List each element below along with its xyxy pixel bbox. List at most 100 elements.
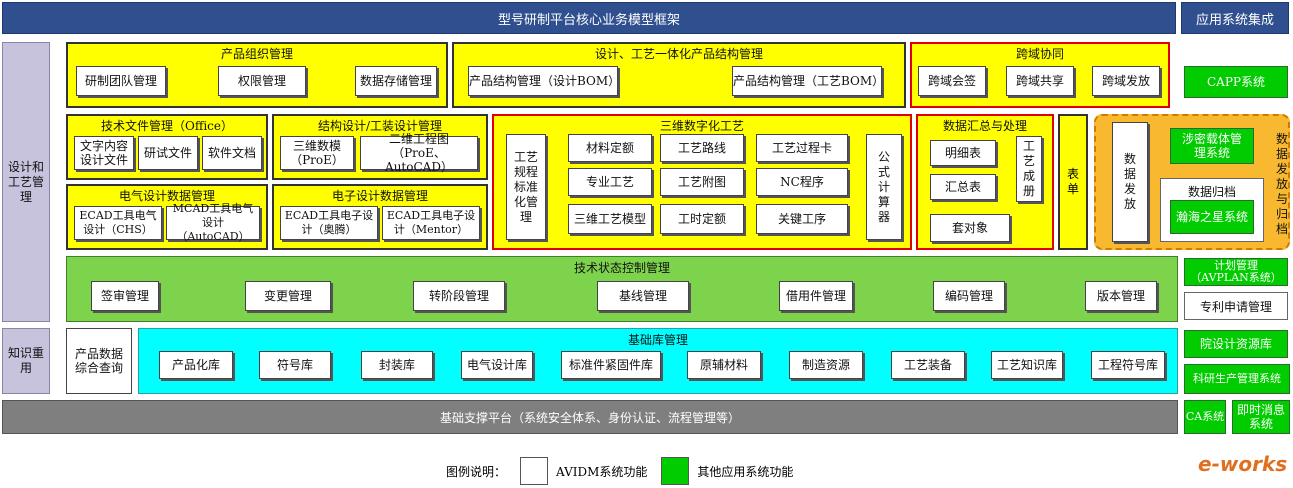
ecad-electrical-box[interactable]: ECAD工具电气设计（CHS）: [74, 206, 162, 240]
research-production-box[interactable]: 科研生产管理系统: [1184, 364, 1290, 394]
detail-table-box[interactable]: 明细表: [930, 140, 996, 166]
base-platform: 基础支撑平台（系统安全体系、身份认证、流程管理等）: [2, 400, 1178, 434]
man-hour-quota-box[interactable]: 工时定额: [660, 204, 744, 234]
patent-application-box[interactable]: 专利申请管理: [1184, 292, 1288, 320]
text-content-doc-box[interactable]: 文字内容设计文件: [74, 136, 134, 170]
release-archive-group: 数据发放 涉密载体管理系统 数据归档 瀚海之星系统 数据发放与归档: [1094, 114, 1290, 250]
electrical-design-title: 电气设计数据管理: [118, 189, 215, 203]
structure-design-title: 结构设计/工装设计管理: [317, 119, 443, 133]
tech-state-control-title: 技术状态控制管理: [573, 261, 670, 275]
process-card-box[interactable]: 工艺过程卡: [756, 134, 848, 162]
tech-doc-group: 技术文件管理（Office） 文字内容设计文件 研试文件 软件文档: [66, 114, 268, 180]
design-process-structure-group: 设计、工艺一体化产品结构管理 产品结构管理（设计BOM） 产品结构管理（工艺BO…: [452, 42, 906, 108]
legend-white-text: AVIDM系统功能: [556, 464, 648, 479]
standard-part-library-box[interactable]: 标准件紧固件库: [561, 351, 661, 379]
key-process-box[interactable]: 关键工序: [756, 204, 848, 234]
permission-management-box[interactable]: 权限管理: [218, 66, 306, 96]
cross-domain-group: 跨域协同 跨域会签 跨域共享 跨域发放: [910, 42, 1170, 108]
ecad-mentor-box[interactable]: ECAD工具电子设计（Mentor）: [382, 206, 480, 240]
team-management-box[interactable]: 研制团队管理: [76, 66, 166, 96]
material-quota-box[interactable]: 材料定额: [568, 134, 652, 162]
data-summary-group: 数据汇总与处理 明细表 汇总表 套对象 工艺成册: [916, 114, 1054, 250]
special-process-box[interactable]: 专业工艺: [568, 168, 652, 196]
app-integration-header: 应用系统集成: [1181, 2, 1289, 34]
phase-transition-box[interactable]: 转阶段管理: [413, 281, 505, 311]
cross-domain-signoff-box[interactable]: 跨域会签: [918, 66, 986, 96]
process-standard-box[interactable]: 工艺规程标准化管理: [506, 134, 546, 240]
2d-drawing-box[interactable]: 二维工程图（ProE、AutoCAD）: [360, 132, 478, 174]
instant-message-box[interactable]: 即时消息系统: [1232, 400, 1290, 434]
process-book-box[interactable]: 工艺成册: [1016, 136, 1042, 202]
legend: 图例说明： AVIDM系统功能 其他应用系统功能: [446, 456, 793, 486]
code-management-box[interactable]: 编码管理: [933, 281, 1005, 311]
data-release-box[interactable]: 数据发放: [1112, 122, 1148, 242]
institute-resource-box[interactable]: 院设计资源库: [1184, 330, 1288, 358]
process-equipment-box[interactable]: 工艺装备: [891, 351, 965, 379]
version-management-box[interactable]: 版本管理: [1085, 281, 1157, 311]
package-library-box[interactable]: 封装库: [361, 351, 433, 379]
app-integration-title: 应用系统集成: [1195, 12, 1274, 28]
design-process-text: 设计和工艺管理: [7, 159, 44, 204]
legend-green-swatch: [661, 457, 690, 485]
product-data-query-box[interactable]: 产品数据综合查询: [66, 328, 132, 394]
hanhai-system-box[interactable]: 瀚海之星系统: [1170, 200, 1254, 234]
tech-doc-title: 技术文件管理（Office）: [100, 119, 234, 133]
data-summary-title: 数据汇总与处理: [942, 119, 1027, 133]
page-title-text: 型号研制平台核心业务模型框架: [497, 12, 680, 28]
design-bom-box[interactable]: 产品结构管理（设计BOM）: [468, 66, 620, 96]
symbol-library-box[interactable]: 符号库: [259, 351, 331, 379]
eworks-logo: e-works: [1198, 452, 1288, 476]
3d-model-box[interactable]: 三维数模（ProE）: [280, 136, 354, 170]
trial-doc-box[interactable]: 研试文件: [138, 136, 198, 170]
product-library-box[interactable]: 产品化库: [159, 351, 233, 379]
process-bom-box[interactable]: 产品结构管理（工艺BOM）: [732, 66, 884, 96]
capp-system-box[interactable]: CAPP系统: [1184, 66, 1288, 98]
nc-program-box[interactable]: NC程序: [756, 168, 848, 196]
electrical-design-group: 电气设计数据管理 ECAD工具电气设计（CHS） MCAD工具电气设计（Auto…: [66, 184, 268, 250]
release-archive-label: 数据发放与归档: [1275, 131, 1288, 236]
data-archive-title: 数据归档: [1187, 185, 1236, 199]
change-management-box[interactable]: 变更管理: [245, 281, 331, 311]
legend-label: 图例说明：: [446, 464, 507, 479]
page-title: 型号研制平台核心业务模型框架: [2, 2, 1176, 34]
ca-system-box[interactable]: CA系统: [1184, 400, 1226, 434]
product-org-title: 产品组织管理: [220, 47, 293, 61]
3d-digital-process-group: 三维数字化工艺 工艺规程标准化管理 材料定额 工艺路线 工艺过程卡 专业工艺 工…: [492, 114, 912, 250]
ecad-altium-box[interactable]: ECAD工具电子设计（奥腾）: [280, 206, 378, 240]
signoff-management-box[interactable]: 签审管理: [91, 281, 159, 311]
mcad-electrical-box[interactable]: MCAD工具电气设计（AutoCAD）: [166, 202, 260, 243]
secret-carrier-system-box[interactable]: 涉密载体管理系统: [1170, 128, 1254, 164]
electronic-design-group: 电子设计数据管理 ECAD工具电子设计（奥腾） ECAD工具电子设计（Mento…: [272, 184, 488, 250]
process-drawing-box[interactable]: 工艺附图: [660, 168, 744, 196]
engineering-symbol-box[interactable]: 工程符号库: [1091, 351, 1165, 379]
summary-table-box[interactable]: 汇总表: [930, 174, 996, 200]
object-set-box[interactable]: 套对象: [930, 214, 1010, 242]
data-storage-box[interactable]: 数据存储管理: [355, 66, 437, 96]
base-platform-text: 基础支撑平台（系统安全体系、身份认证、流程管理等）: [439, 410, 740, 425]
form-label: 表单: [1067, 167, 1080, 196]
manufacturing-resource-box[interactable]: 制造资源: [789, 351, 863, 379]
legend-white-swatch: [520, 457, 549, 485]
tech-state-control-group: 技术状态控制管理 签审管理 变更管理 转阶段管理 基线管理 借用件管理 编码管理…: [66, 256, 1178, 322]
electronic-design-title: 电子设计数据管理: [331, 189, 428, 203]
process-knowledge-box[interactable]: 工艺知识库: [991, 351, 1063, 379]
formula-calculator-box[interactable]: 公式计算器: [866, 134, 902, 240]
cross-domain-release-box[interactable]: 跨域发放: [1092, 66, 1160, 96]
baseline-management-box[interactable]: 基线管理: [597, 281, 689, 311]
product-org-group: 产品组织管理 研制团队管理 权限管理 数据存储管理: [66, 42, 448, 108]
form-block: 表单: [1058, 114, 1088, 250]
process-route-box[interactable]: 工艺路线: [660, 134, 744, 162]
borrowed-part-box[interactable]: 借用件管理: [779, 281, 853, 311]
cross-domain-title: 跨域协同: [1015, 47, 1064, 61]
knowledge-reuse-text: 知识重用: [7, 346, 44, 375]
structure-design-group: 结构设计/工装设计管理 三维数模（ProE） 二维工程图（ProE、AutoCA…: [272, 114, 488, 180]
legend-green-text: 其他应用系统功能: [697, 464, 794, 479]
3d-process-model-box[interactable]: 三维工艺模型: [568, 204, 652, 234]
software-doc-box[interactable]: 软件文档: [202, 136, 262, 170]
3d-digital-process-title: 三维数字化工艺: [659, 119, 744, 133]
cross-domain-share-box[interactable]: 跨域共享: [1006, 66, 1074, 96]
design-process-label: 设计和工艺管理: [2, 42, 50, 322]
plan-management-box[interactable]: 计划管理（AVPLAN系统）: [1184, 258, 1288, 286]
electrical-library-box[interactable]: 电气设计库: [461, 351, 533, 379]
raw-material-box[interactable]: 原辅材料: [687, 351, 761, 379]
